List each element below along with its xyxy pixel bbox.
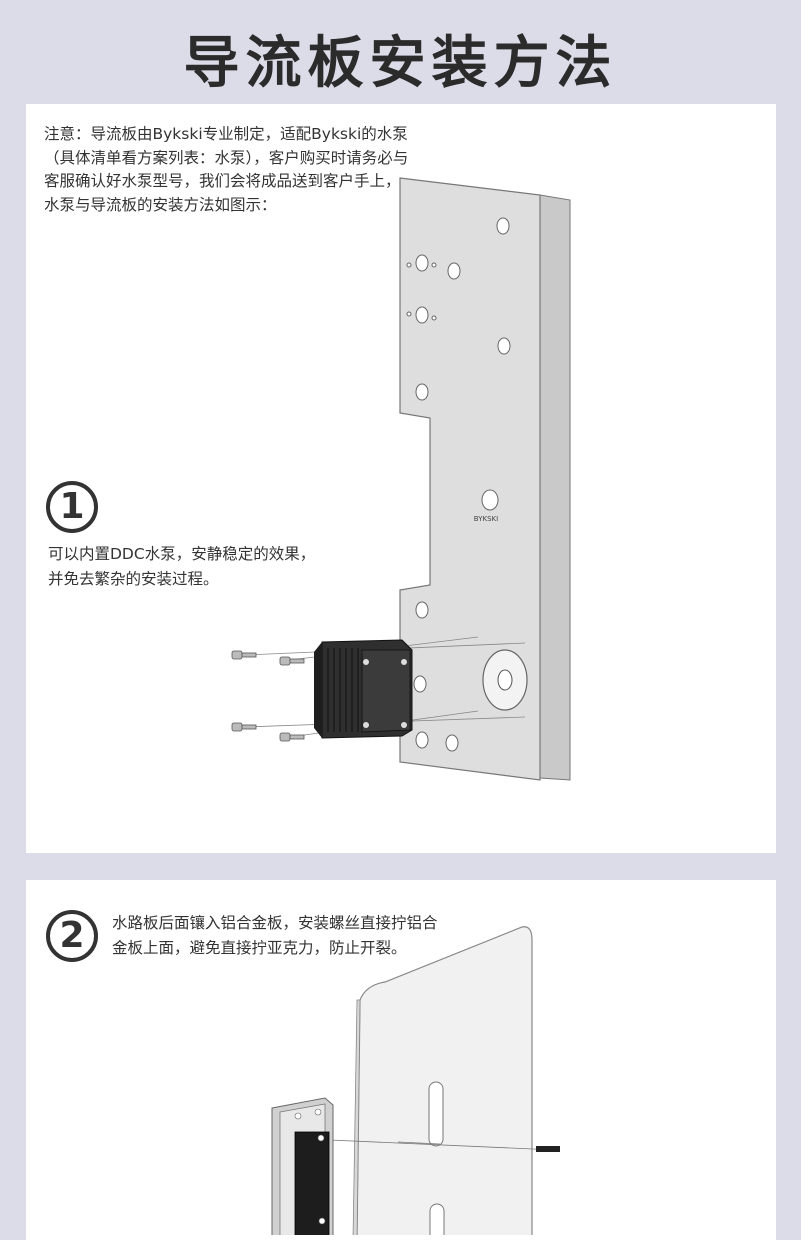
step-1-description: 可以内置DDC水泵，安静稳定的效果， 并免去繁杂的安装过程。 <box>48 542 378 592</box>
step-2-line-1: 水路板后面镶入铝合金板，安装螺丝直接拧铝合 <box>112 914 438 932</box>
installation-note: 注意：导流板由Bykski专业制定，适配Bykski的水泵（具体清单看方案列表：… <box>44 125 409 214</box>
screws <box>231 650 305 742</box>
step-2-badge: 2 <box>46 910 98 962</box>
plate-logo: BYKSKI <box>474 515 498 523</box>
step-1-badge: 1 <box>46 481 98 533</box>
ddc-pump <box>314 639 413 739</box>
step-1-line-1: 可以内置DDC水泵，安静稳定的效果， <box>48 545 316 563</box>
plate-holes <box>406 217 511 752</box>
step-2-line-2: 金板上面，避免直接拧亚克力，防止开裂。 <box>112 939 407 957</box>
distribution-plate-illustration: BYKSKI <box>231 177 571 781</box>
step-2-description: 水路板后面镶入铝合金板，安装螺丝直接拧铝合 金板上面，避免直接拧亚克力，防止开裂… <box>112 911 492 961</box>
step-1-line-2: 并免去繁杂的安装过程。 <box>48 570 219 588</box>
page-title: 导流板安装方法 <box>183 31 618 96</box>
acrylic-plate-illustration <box>271 926 560 1235</box>
plate-front <box>399 177 541 781</box>
